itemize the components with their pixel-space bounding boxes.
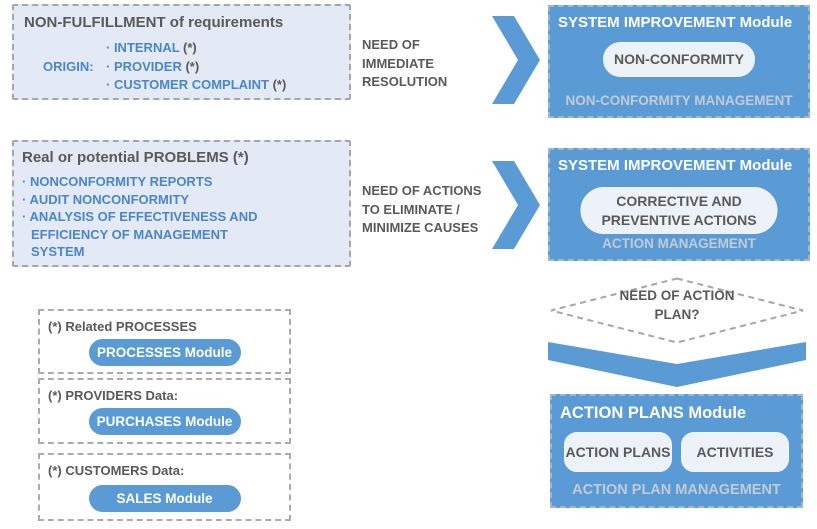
arrow-right-icon: [492, 161, 540, 249]
problems-list: · NONCONFORMITY REPORTS · AUDIT NONCONFO…: [22, 173, 257, 261]
origin-item-internal: · INTERNAL (*): [106, 39, 286, 58]
problems-box: Real or potential PROBLEMS (*) · NONCONF…: [12, 140, 351, 267]
need-immediate-resolution-label: NEED OF IMMEDIATE RESOLUTION: [362, 37, 448, 89]
origin-item-text: · PROVIDER: [106, 58, 186, 74]
arrow-right-icon: [492, 16, 540, 104]
system-improvement-title: SYSTEM IMPROVEMENT Module: [558, 14, 793, 31]
system-improvement-box-1: SYSTEM IMPROVEMENT Module NON-CONFORMITY…: [548, 5, 810, 118]
purchases-module-pill: PURCHASES Module: [88, 408, 241, 435]
origin-item-text: · CUSTOMER COMPLAINT: [106, 77, 273, 92]
action-plans-pill: ACTION PLANS: [564, 432, 672, 472]
chevron-down-icon: [548, 342, 806, 387]
origin-item-star: (*): [185, 58, 200, 74]
origin-item-text: · INTERNAL: [106, 40, 184, 55]
activities-pill: ACTIVITIES: [681, 432, 789, 472]
decision-diamond-icon: [550, 277, 804, 344]
providers-data-box: (*) PROVIDERS Data: PURCHASES Module: [38, 378, 291, 444]
corrective-preventive-actions-pill: CORRECTIVE AND PREVENTIVE ACTIONS: [580, 187, 778, 234]
action-plan-management-footer: ACTION PLAN MANAGEMENT: [572, 482, 781, 498]
processes-module-pill: PROCESSES Module: [88, 339, 241, 366]
need-actions-label: NEED OF ACTIONS TO ELIMINATE / MINIMIZE …: [362, 183, 482, 235]
customers-data-label: (*) CUSTOMERS Data:: [48, 463, 185, 478]
sales-module-pill: SALES Module: [88, 485, 241, 512]
non-conformity-management-footer: NON-CONFORMITY MANAGEMENT: [565, 93, 793, 108]
system-improvement-box-2: SYSTEM IMPROVEMENT Module CORRECTIVE AND…: [548, 148, 810, 261]
customers-data-box: (*) CUSTOMERS Data: SALES Module: [38, 453, 291, 521]
origin-list: · INTERNAL (*) · PROVIDER (*) · CUSTOMER…: [106, 39, 286, 95]
origin-item-star: (*): [183, 40, 197, 55]
origin-item-provider: · PROVIDER (*): [106, 58, 286, 77]
action-management-footer: ACTION MANAGEMENT: [602, 236, 756, 251]
problem-item: · AUDIT NONCONFORMITY: [22, 191, 190, 207]
non-fulfillment-box: NON-FULFILLMENT of requirements ORIGIN: …: [12, 4, 351, 100]
related-processes-box: (*) Related PROCESSES PROCESSES Module: [38, 309, 291, 374]
system-improvement-title: SYSTEM IMPROVEMENT Module: [558, 157, 793, 174]
problem-item: · ANALYSIS OF EFFECTIVENESS AND EFFICIEN…: [22, 209, 258, 259]
non-fulfillment-title: NON-FULFILLMENT of requirements: [24, 14, 284, 31]
action-plans-pill-row: ACTION PLANS ACTIVITIES: [564, 432, 789, 472]
non-conformity-pill: NON-CONFORMITY: [603, 42, 755, 77]
decision-question: NEED OF ACTION PLAN?: [619, 288, 735, 322]
providers-data-label: (*) PROVIDERS Data:: [48, 388, 179, 403]
action-plans-module-title: ACTION PLANS Module: [560, 404, 747, 422]
origin-label: ORIGIN:: [43, 59, 94, 74]
action-plans-module-box: ACTION PLANS Module ACTION PLANS ACTIVIT…: [550, 394, 803, 508]
origin-item-star: (*): [272, 77, 287, 92]
related-processes-label: (*) Related PROCESSES: [48, 319, 197, 334]
problems-title: Real or potential PROBLEMS (*): [22, 149, 249, 166]
problem-item: · NONCONFORMITY REPORTS: [22, 174, 213, 189]
origin-item-customer-complaint: · CUSTOMER COMPLAINT (*): [106, 76, 286, 95]
